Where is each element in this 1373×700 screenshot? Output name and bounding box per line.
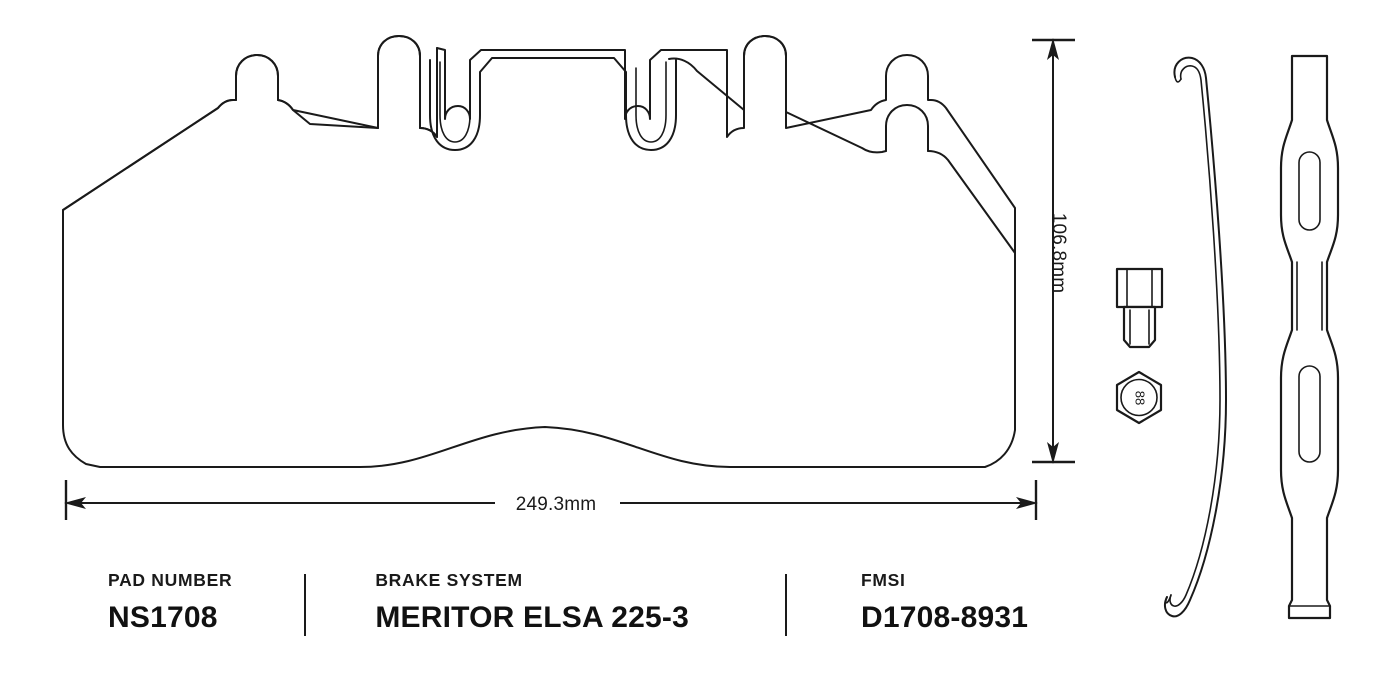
height-dimension: 106.8mm [1032, 38, 1075, 464]
retainer-spring-part [1163, 56, 1227, 618]
pad-right-contour [668, 35, 1016, 254]
fmsi-block: FMSI D1708-8931 [861, 570, 1029, 634]
nut-grade-marking: 88 [1133, 391, 1148, 405]
specification-info-strip: PAD NUMBER NS1708 BRAKE SYSTEM MERITOR E… [0, 570, 1373, 662]
brake-pad-outline [62, 35, 1016, 468]
brake-system-value: MERITOR ELSA 225-3 [375, 600, 690, 634]
pad-center-slots [429, 57, 677, 151]
width-dimension: 249.3mm [64, 480, 1038, 520]
brake-system-block: BRAKE SYSTEM MERITOR ELSA 225-3 [375, 570, 690, 634]
divider-two [785, 574, 788, 636]
divider-one [304, 574, 307, 636]
retainer-strap-part [1279, 54, 1340, 620]
pad-number-block: PAD NUMBER NS1708 [108, 570, 233, 634]
hex-nut-part: 88 [1115, 370, 1163, 425]
fmsi-value: D1708-8931 [861, 600, 1029, 634]
fmsi-label: FMSI [861, 570, 906, 590]
pad-number-value: NS1708 [108, 600, 218, 634]
hex-bolt-part [1115, 267, 1164, 349]
pad-number-label: PAD NUMBER [108, 570, 233, 590]
brake-system-label: BRAKE SYSTEM [375, 570, 523, 590]
height-dimension-label: 106.8mm [1048, 213, 1069, 294]
width-dimension-label: 249.3mm [516, 494, 597, 515]
